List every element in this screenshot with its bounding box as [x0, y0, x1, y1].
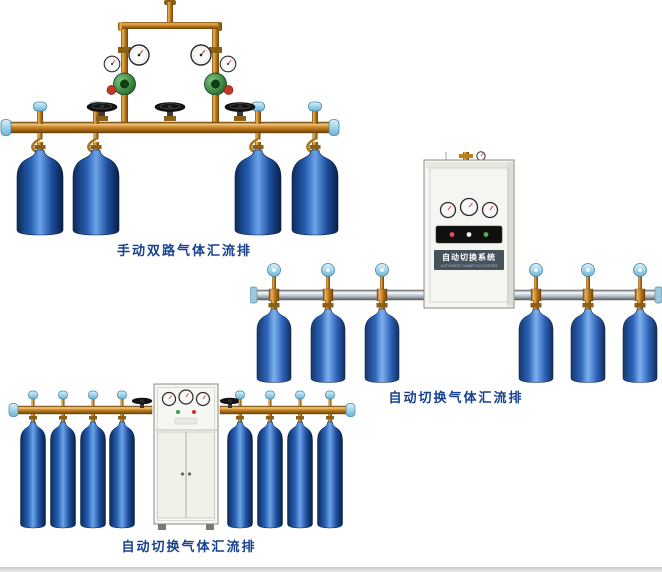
auto-switch-manifold-illustration: 自动切换系统 AUTOMATIC MANIFOLD SYSTEM	[250, 151, 662, 383]
auto-switch-floor-manifold-illustration	[8, 383, 356, 530]
product-caption: 自动切换气体汇流排	[121, 540, 257, 555]
indicator-light-red	[449, 232, 455, 237]
gas-cylinder-station	[622, 263, 658, 383]
cabinet-gauges	[161, 389, 211, 407]
pipe-end-cap-right	[345, 403, 356, 417]
indicator-light-green	[483, 232, 489, 237]
door-handle	[187, 472, 192, 476]
product-caption: 手动双路气体汇流排	[116, 244, 252, 259]
pipe-end-cap-right	[328, 119, 340, 136]
hand-valves	[131, 397, 241, 408]
cabinet-sublabel: AUTOMATIC MANIFOLD SYSTEM	[441, 264, 498, 268]
gas-cylinder	[16, 149, 64, 236]
cabinet-door-left	[157, 431, 186, 519]
gas-cylinder-station	[310, 263, 346, 383]
product-auto-switch-manifold-wall: 自动切换系统 AUTOMATIC MANIFOLD SYSTEM 自动切换气体汇…	[250, 150, 662, 406]
pressure-regulator-left	[106, 53, 136, 124]
pressure-regulator-right	[204, 53, 234, 124]
cabinet-label: 自动切换系统	[442, 252, 496, 262]
product-caption: 自动切换气体汇流排	[388, 391, 524, 406]
control-cabinet	[153, 383, 219, 530]
cabinet-foot	[206, 524, 214, 530]
indicator-light-red	[192, 410, 196, 414]
cabinet-door-right	[186, 431, 215, 519]
control-cabinet: 自动切换系统 AUTOMATIC MANIFOLD SYSTEM	[423, 151, 515, 309]
pipe-end-cap-left	[0, 119, 12, 136]
product-auto-switch-manifold-floor: 自动切换气体汇流排	[8, 382, 356, 555]
door-handle	[180, 472, 185, 476]
top-header-piping	[118, 0, 222, 53]
pipe-end-cap-left	[250, 286, 258, 304]
bottom-divider	[0, 567, 662, 572]
gas-cylinder-station	[518, 263, 554, 383]
indicator-light-green	[176, 410, 180, 414]
indicator-light-white	[466, 232, 472, 237]
manifold-pipe	[0, 119, 340, 136]
product-manual-dual-manifold: 手动双路气体汇流排	[0, 0, 345, 259]
gas-cylinder-station	[364, 263, 400, 383]
manifold-pipes	[8, 403, 356, 417]
cabinet-label-plate	[434, 250, 504, 270]
hand-valves	[86, 102, 256, 122]
name-plate	[174, 417, 198, 425]
gas-cylinder-station	[256, 263, 292, 383]
gas-cylinder-station	[570, 263, 606, 383]
gas-cylinder	[72, 149, 120, 236]
cabinet-foot	[158, 524, 166, 530]
pipe-end-cap-right	[654, 286, 662, 304]
cabinet-gauges	[439, 197, 499, 219]
pipe-end-cap-left	[8, 403, 19, 417]
manual-dual-manifold-illustration	[0, 0, 340, 236]
